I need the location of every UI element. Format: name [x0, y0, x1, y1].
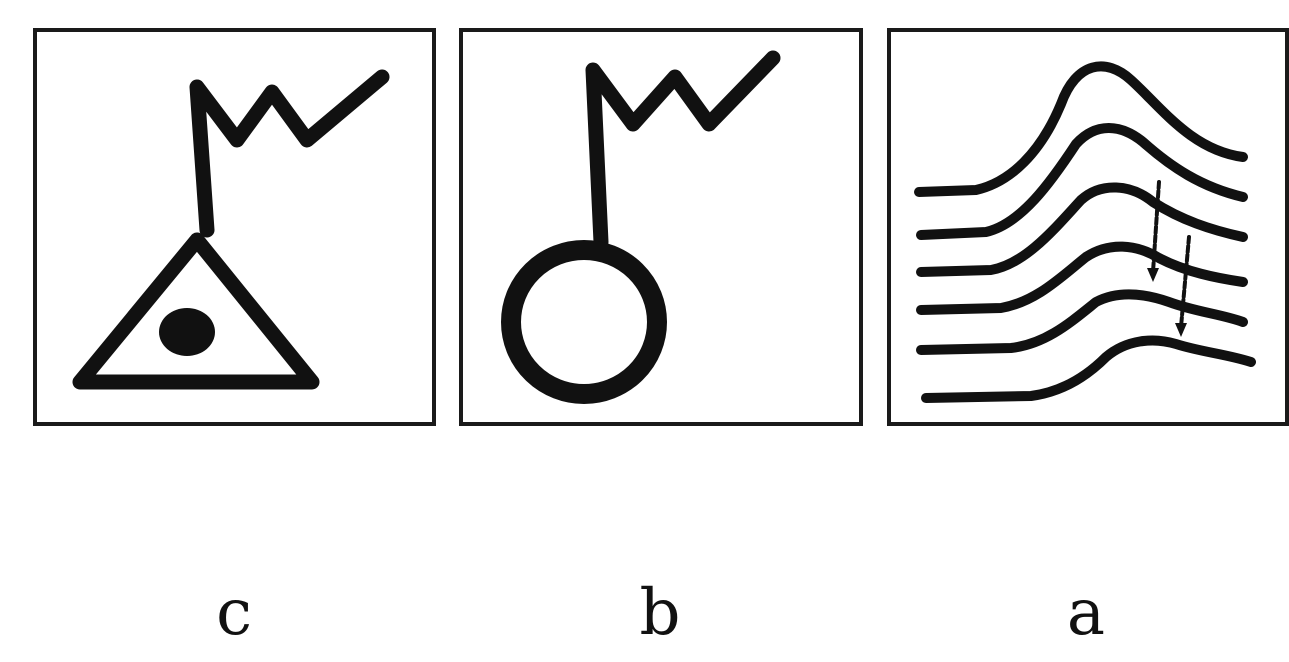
panel-b: [459, 28, 863, 426]
zigzag-flag-line: [197, 77, 382, 230]
circle-outline: [511, 250, 657, 394]
zigzag-flag-line: [593, 58, 773, 242]
wave-line-5: [921, 294, 1243, 350]
caption-c: c: [174, 578, 294, 648]
wave-line-4: [921, 247, 1243, 310]
flag-triangle-symbol: [37, 32, 432, 422]
caption-a: a: [1026, 578, 1146, 648]
panel-c: [33, 28, 436, 426]
caption-b: b: [600, 578, 720, 648]
panel-a: [887, 28, 1289, 426]
arrow-line-2: [1181, 237, 1189, 327]
flag-circle-symbol: [463, 32, 859, 422]
arrow-head-1: [1147, 268, 1159, 282]
wavy-lines-symbol: [891, 32, 1285, 422]
dot-shape: [159, 308, 215, 356]
arrow-head-2: [1175, 323, 1187, 337]
